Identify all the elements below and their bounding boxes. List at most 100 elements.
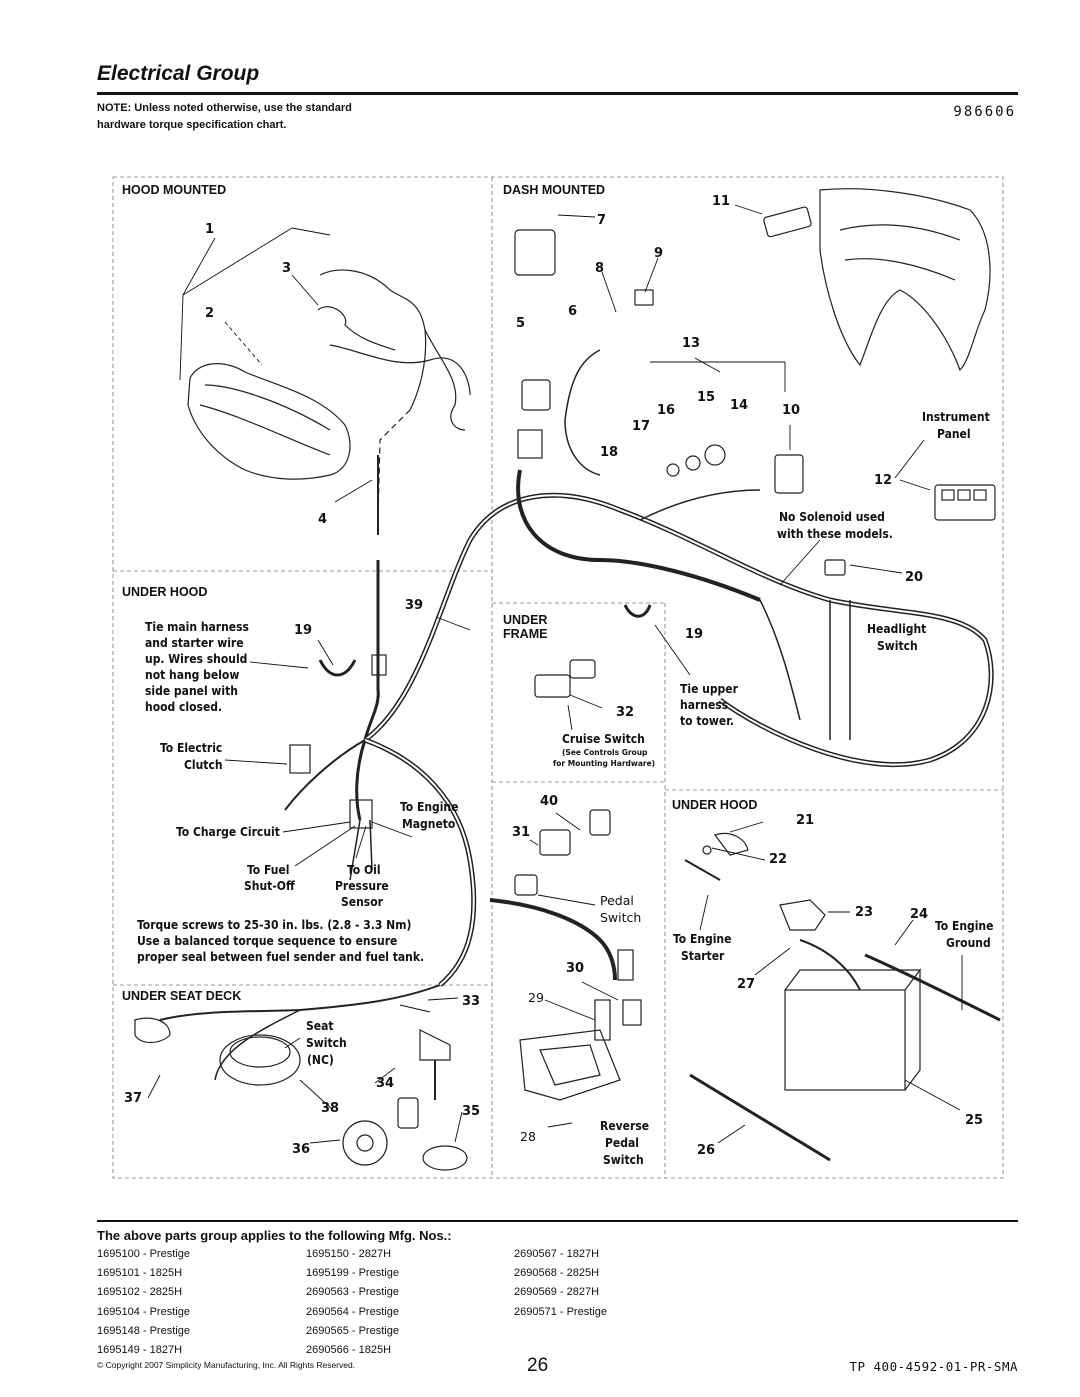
mfg-column-1: 1695100 - Prestige 1695101 - 1825H 16951… — [97, 1245, 190, 1360]
headlight-switch — [824, 559, 846, 576]
mfg-number: 2690566 - 1825H — [306, 1344, 392, 1357]
clutch-connector — [289, 744, 311, 774]
switch-body — [774, 454, 804, 494]
tie-main-line-2: and starter wire — [145, 636, 244, 650]
callout-33: 33 — [462, 994, 480, 1009]
mfg-number: 1695199 - Prestige — [306, 1267, 399, 1280]
section-dash-mounted: DASH MOUNTED — [503, 183, 605, 197]
pedal-switch-connector — [617, 949, 634, 981]
to-engine-starter-1: To Engine — [673, 932, 731, 946]
callout-22: 22 — [769, 852, 787, 867]
instrument-panel-2: Panel — [937, 427, 971, 441]
mfg-number: 2690569 - 2827H — [514, 1286, 600, 1299]
battery — [784, 989, 906, 1091]
mfg-number: 2690565 - Prestige — [306, 1324, 399, 1337]
callout-18: 18 — [600, 445, 618, 460]
callout-10: 10 — [782, 403, 800, 418]
tie-main-line-6: hood closed. — [145, 700, 222, 714]
section-under-frame-2: FRAME — [503, 627, 547, 641]
section-under-hood-right: UNDER HOOD — [672, 798, 757, 812]
seat-switch-2: Switch — [306, 1036, 347, 1050]
to-fuel-1: To Fuel — [247, 863, 289, 877]
applies-heading: The above parts group applies to the fol… — [97, 1228, 452, 1243]
headlight-assembly — [187, 363, 351, 480]
callout-32: 32 — [616, 705, 634, 720]
callout-29: 29 — [528, 990, 544, 1005]
to-engine-starter-2: Starter — [681, 949, 725, 963]
callout-19-left: 19 — [294, 623, 312, 638]
tie-upper-3: to tower. — [680, 714, 734, 728]
callout-17: 17 — [632, 419, 650, 434]
reverse-bracket — [519, 1029, 621, 1101]
callout-19-right: 19 — [685, 627, 703, 642]
callout-20: 20 — [905, 570, 923, 585]
page-title: Electrical Group — [97, 62, 260, 85]
callout-34: 34 — [376, 1076, 394, 1091]
callout-25: 25 — [965, 1113, 983, 1128]
fuel-sender — [419, 1029, 451, 1061]
callout-15: 15 — [697, 390, 715, 405]
cap — [422, 1145, 468, 1171]
callout-37: 37 — [124, 1091, 142, 1106]
callout-31: 31 — [512, 825, 530, 840]
pedal-connector — [539, 829, 571, 856]
mfg-column-2: 1695150 - 2827H 1695199 - Prestige 26905… — [306, 1245, 399, 1360]
callout-12: 12 — [874, 473, 892, 488]
headlight-detail — [199, 384, 331, 456]
mfg-number: 1695101 - 1825H — [97, 1267, 183, 1280]
to-engine-magneto-1: To Engine — [400, 800, 458, 814]
callout-38: 38 — [321, 1101, 339, 1116]
to-oil-1: To Oil — [347, 863, 381, 877]
annotation-labels: Tie main harness and starter wire up. Wi… — [137, 410, 993, 1167]
callout-6: 6 — [568, 304, 577, 319]
mfg-number: 1695150 - 2827H — [306, 1248, 392, 1260]
headlight-switch-2: Switch — [877, 639, 918, 653]
to-electric-label: To Electric — [160, 741, 222, 755]
callout-9: 9 — [654, 246, 663, 261]
magneto-connector — [349, 799, 373, 829]
section-under-frame-1: UNDER — [503, 613, 547, 627]
cruise-note-1: (See Controls Group — [562, 748, 648, 757]
callout-7: 7 — [597, 213, 606, 228]
callout-5: 5 — [516, 316, 525, 331]
tie-strap — [318, 659, 357, 677]
connector — [517, 429, 543, 459]
torque-line-1: Torque screws to 25-30 in. lbs. (2.8 - 3… — [137, 918, 411, 932]
ignition-switch — [514, 229, 556, 276]
cruise-note-2: for Mounting Hardware) — [553, 759, 655, 768]
callout-40: 40 — [540, 794, 558, 809]
callout-27: 27 — [737, 977, 755, 992]
mfg-number: 2690571 - Prestige — [514, 1305, 607, 1318]
section-under-seat-deck: UNDER SEAT DECK — [122, 989, 241, 1003]
instrument-panel — [819, 188, 991, 372]
mfg-number: 2690567 - 1827H — [514, 1248, 600, 1260]
to-oil-3: Sensor — [341, 895, 384, 909]
reverse-pedal-3: Switch — [603, 1153, 644, 1167]
cruise-switch — [534, 674, 571, 698]
to-engine-magneto-2: Magneto — [402, 817, 455, 831]
tp-number: TP 400-4592-01-PR-SMA — [849, 1359, 1018, 1374]
to-oil-2: Pressure — [335, 879, 389, 893]
callout-23: 23 — [855, 905, 873, 920]
mfg-number: 1695104 - Prestige — [97, 1305, 190, 1318]
torque-note: NOTE: Unless noted otherwise, use the st… — [97, 102, 352, 131]
terminal-cover — [779, 899, 826, 931]
to-charge-label: To Charge Circuit — [176, 825, 280, 839]
callout-24: 24 — [910, 907, 928, 922]
seat-switch-1: Seat — [306, 1019, 334, 1033]
callout-39: 39 — [405, 598, 423, 613]
seat-switch-3: (NC) — [307, 1053, 334, 1067]
callout-14: 14 — [730, 398, 748, 413]
mfg-number: 1695100 - Prestige — [97, 1248, 190, 1260]
page-number: 26 — [527, 1355, 549, 1376]
switch-pod — [934, 484, 996, 521]
tie-upper-1: Tie upper — [680, 682, 739, 696]
to-engine-ground-1: To Engine — [935, 919, 993, 933]
cruise-switch-label: Cruise Switch — [562, 732, 645, 746]
tie-main-line-3: up. Wires should — [145, 652, 247, 666]
torque-line-2: Use a balanced torque sequence to ensure — [137, 934, 397, 948]
mfg-number: 1695149 - 1827H — [97, 1344, 183, 1357]
tie-main-line-1: Tie main harness — [145, 620, 249, 634]
torque-line-3: proper seal between fuel sender and fuel… — [137, 950, 424, 964]
